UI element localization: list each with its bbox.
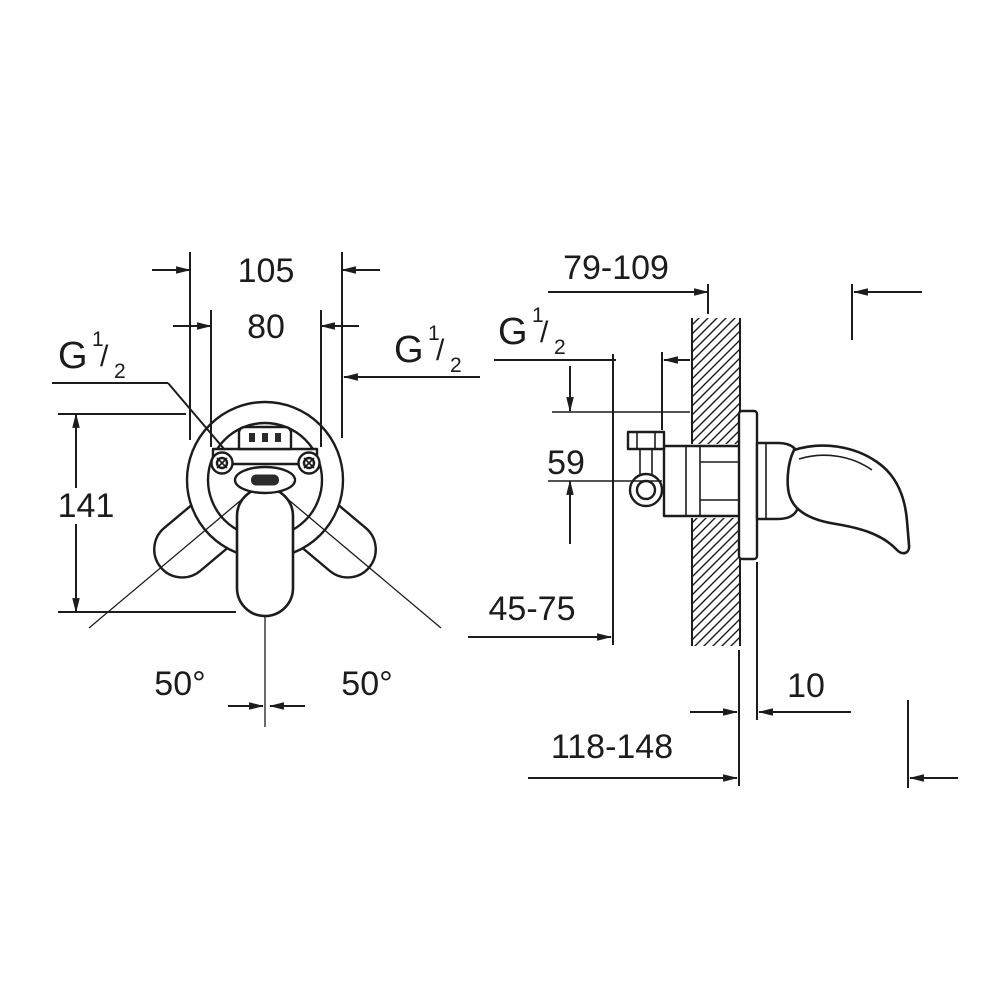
valve-body-housing xyxy=(662,444,742,518)
thread-denominator: 2 xyxy=(450,354,462,377)
angle-label-left: 50° xyxy=(154,665,205,703)
leader-line xyxy=(167,382,226,451)
dim-label-141: 141 xyxy=(58,487,115,525)
angle-centerline-left xyxy=(88,479,266,629)
lever-handle xyxy=(235,486,295,618)
thread-denominator: 2 xyxy=(114,360,126,383)
thread-prefix: G xyxy=(58,335,88,377)
lever-outline xyxy=(786,444,911,555)
dim-rough-in: 45-75 xyxy=(468,354,614,645)
cartridge-details xyxy=(210,425,321,475)
cartridge-detail-tick xyxy=(249,433,255,442)
union-nut xyxy=(626,430,666,451)
thread-left-label: G 1 / 2 xyxy=(52,328,226,451)
lever-handle-side xyxy=(786,444,911,555)
dim-label-105: 105 xyxy=(238,252,295,290)
thread-prefix: G xyxy=(498,311,528,353)
dim-overall-depth: 118-148 xyxy=(528,650,958,788)
wall-section xyxy=(691,318,741,646)
dim-depth-range: 79-109 xyxy=(548,249,922,340)
valve-body xyxy=(662,444,742,518)
thread-numerator: 1 xyxy=(92,328,104,351)
dim-outer-width: 105 xyxy=(152,252,380,440)
side-view: 79-109 G 1 / 2 59 45-75 xyxy=(468,249,958,788)
dim-label-79-109: 79-109 xyxy=(563,249,669,287)
port-left xyxy=(210,451,234,475)
thread-numerator: 1 xyxy=(428,322,440,345)
grohe-logo-badge xyxy=(251,474,279,486)
inlet-port xyxy=(628,472,664,508)
thread-numerator: 1 xyxy=(532,304,544,327)
thread-slash: / xyxy=(540,316,549,349)
dim-center-height: 59 xyxy=(546,366,690,544)
dim-height: 141 xyxy=(52,412,236,614)
dim-port-width: 80 xyxy=(173,308,359,447)
thread-slash: / xyxy=(100,340,109,373)
inlet-fitting xyxy=(626,430,666,508)
dim-label-45-75: 45-75 xyxy=(489,590,576,628)
escutcheon-plate xyxy=(737,409,759,561)
wall-hatch-upper xyxy=(692,318,740,444)
dim-angles: 50° 50° xyxy=(154,665,393,710)
cartridge-detail-tick xyxy=(275,433,281,442)
thread-slash: / xyxy=(436,334,445,367)
angle-centerline-right xyxy=(264,479,442,629)
label-backing xyxy=(52,488,120,524)
front-view: 105 80 G 1 / 2 G 1 / 2 xyxy=(52,252,480,727)
dim-label-10: 10 xyxy=(787,667,825,705)
dim-label-80: 80 xyxy=(247,308,285,346)
dim-plate-thickness: 10 xyxy=(690,562,851,720)
wall-hatch-lower xyxy=(692,518,740,646)
label-backing xyxy=(546,446,588,478)
angle-label-right: 50° xyxy=(341,665,392,703)
thread-right-label: G 1 / 2 xyxy=(342,322,480,381)
dim-label-118-148: 118-148 xyxy=(551,728,673,766)
thread-side-label: G 1 / 2 xyxy=(494,304,690,430)
dim-label-59: 59 xyxy=(547,444,585,482)
cartridge-detail-tick xyxy=(262,433,268,442)
thread-prefix: G xyxy=(394,329,424,371)
port-right xyxy=(297,451,321,475)
lever-accent-line xyxy=(798,454,873,471)
thread-denominator: 2 xyxy=(554,336,566,359)
